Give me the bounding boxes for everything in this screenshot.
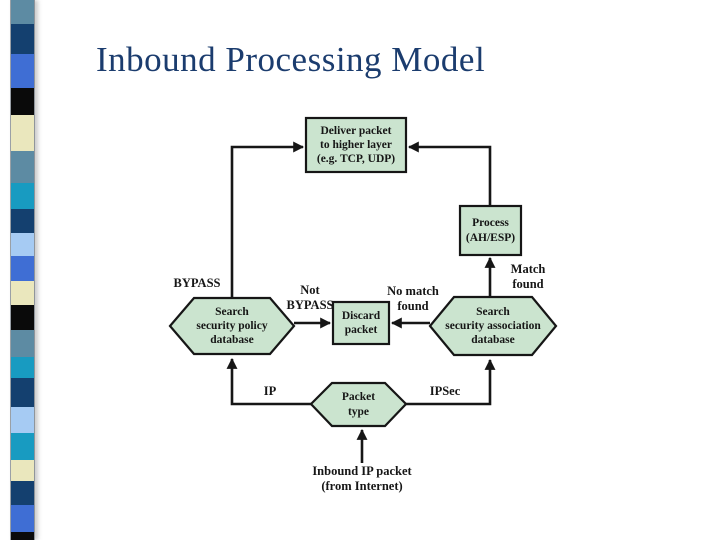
edge-packettype-to-spd — [226, 357, 311, 406]
strip-color-block — [11, 115, 34, 151]
strip-color-block — [11, 330, 34, 357]
discard-node-label: Discard packet — [341, 309, 381, 336]
strip-color-block — [11, 407, 34, 433]
strip-color-block — [11, 357, 34, 378]
strip-color-block — [11, 481, 34, 505]
strip-color-block — [11, 0, 34, 24]
slide-title: Inbound Processing Model — [96, 40, 486, 79]
strip-color-block — [11, 151, 34, 183]
spd-hexagon-shape — [168, 296, 296, 356]
sad-hexagon-shape — [428, 295, 558, 357]
ipsec-edge-label: IPSec — [429, 384, 461, 398]
decorative-color-strip — [10, 0, 35, 540]
match-found-edge-label: Match found — [510, 262, 546, 292]
inbound-ip-packet-label: Inbound IP packet (from Internet) — [312, 464, 412, 494]
strip-color-block — [11, 24, 34, 54]
spd-node-label: Search security policy database — [196, 305, 268, 346]
strip-color-block — [11, 505, 34, 532]
process-node-shape — [458, 204, 523, 257]
strip-color-block — [11, 233, 34, 256]
strip-color-block — [11, 460, 34, 481]
no-match-found-edge-label: No match found — [387, 284, 439, 314]
strip-color-block — [11, 378, 34, 407]
ip-edge-label: IP — [263, 384, 277, 398]
strip-color-block — [11, 54, 34, 88]
strip-color-block — [11, 305, 34, 330]
deliver-node-label: Deliver packet to higher layer (e.g. TCP… — [316, 124, 396, 165]
sad-node-label: Search security association database — [445, 305, 541, 346]
strip-color-block — [11, 88, 34, 115]
edge-process-to-deliver — [407, 141, 492, 206]
strip-color-block — [11, 433, 34, 460]
strip-color-block — [11, 281, 34, 305]
strip-color-block — [11, 183, 34, 209]
packet-type-node-label: Packet type — [341, 391, 376, 418]
edge-bypass-to-deliver — [230, 141, 305, 298]
process-node-label: Process (AH/ESP) — [465, 217, 516, 244]
bypass-edge-label: BYPASS — [173, 276, 221, 290]
discard-node-shape — [331, 300, 391, 346]
strip-color-block — [11, 532, 34, 540]
not-bypass-edge-label: Not BYPASS — [286, 283, 334, 313]
deliver-node-shape — [304, 116, 408, 174]
strip-color-block — [11, 209, 34, 233]
strip-color-block — [11, 256, 34, 281]
packet-type-hexagon-shape — [309, 381, 408, 428]
edge-packettype-to-sad — [406, 358, 496, 406]
